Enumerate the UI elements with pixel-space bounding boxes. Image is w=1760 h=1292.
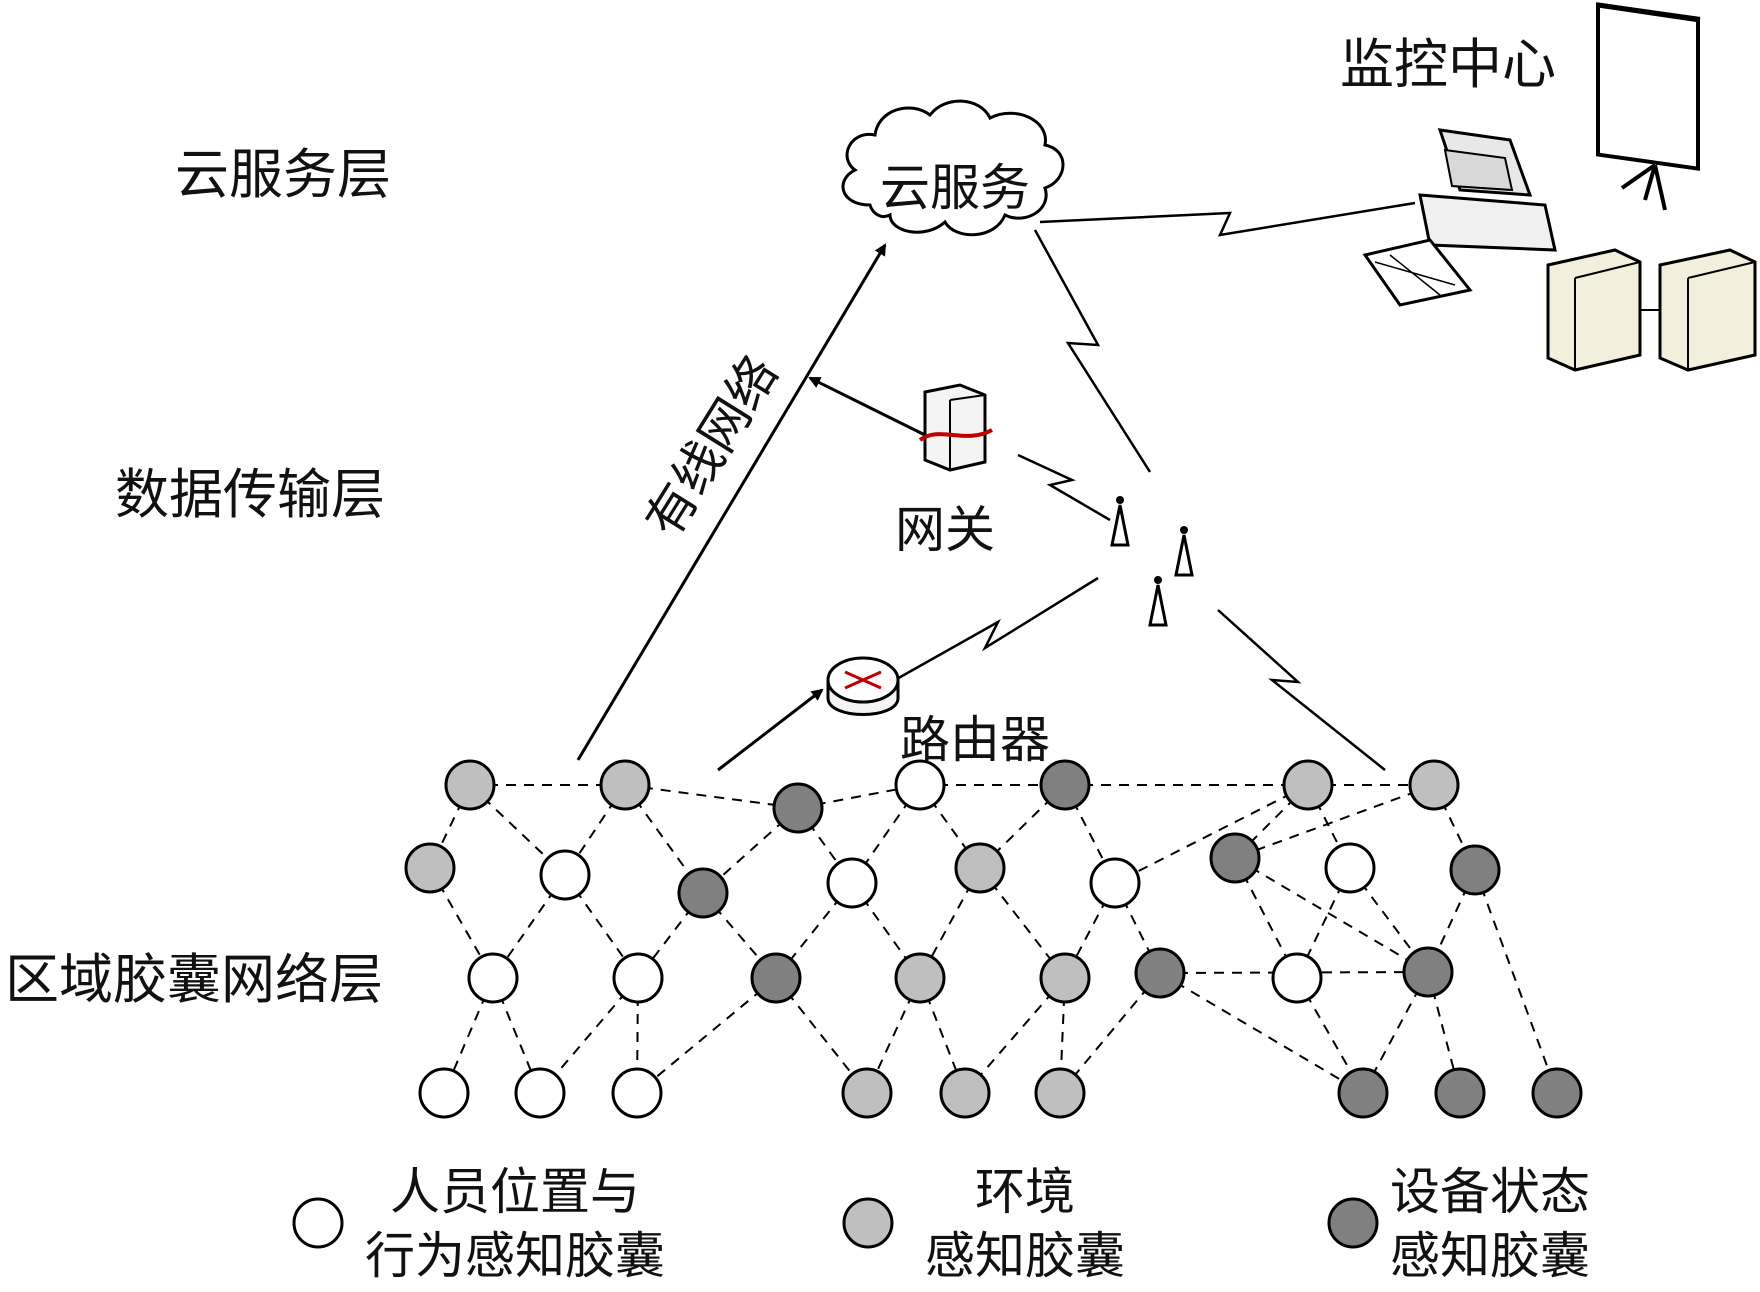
legend-light-label: 环境 感知胶囊 xyxy=(925,1160,1125,1288)
capsule-node-personnel xyxy=(1089,857,1141,909)
legend-white-label: 人员位置与 行为感知胶囊 xyxy=(365,1160,665,1288)
router-arrow xyxy=(717,688,824,772)
capsule-layer-label: 区域胶囊网络层 xyxy=(5,948,383,1011)
capsule-node-equipment xyxy=(1449,844,1501,896)
gateway-arrow xyxy=(808,376,926,437)
capsule-node-environment xyxy=(404,842,456,894)
capsule-node-personnel xyxy=(826,857,878,909)
legend-dark-line-1: 设备状态 xyxy=(1390,1163,1590,1221)
capsule-nodes xyxy=(404,759,1583,1119)
gateway-icon xyxy=(918,383,993,472)
gateway-label: 网关 xyxy=(895,501,995,559)
legend-dark-marker xyxy=(1327,1197,1379,1249)
mesh-link xyxy=(1159,972,1364,1094)
legend-light-line-1: 环境 xyxy=(975,1163,1075,1221)
capsule-node-environment xyxy=(444,759,496,811)
legend-white-line-1: 人员位置与 xyxy=(390,1163,640,1221)
capsule-node-environment xyxy=(1408,759,1460,811)
router-icon xyxy=(826,656,900,716)
capsule-node-equipment xyxy=(1402,946,1454,998)
wireless-link-cloud-monitor xyxy=(1039,201,1416,237)
mesh-links xyxy=(429,784,1558,1094)
mesh-link xyxy=(1114,784,1309,884)
router-label: 路由器 xyxy=(900,711,1050,769)
capsule-node-environment xyxy=(1039,952,1091,1004)
capsule-node-equipment xyxy=(1134,947,1186,999)
capsule-node-equipment xyxy=(1039,759,1091,811)
mesh-link xyxy=(636,977,777,1094)
legend-white-marker xyxy=(292,1197,344,1249)
capsule-node-personnel xyxy=(894,759,946,811)
wireless-link-tower-mesh xyxy=(1217,609,1386,771)
capsule-node-environment xyxy=(1282,759,1334,811)
capsule-node-environment xyxy=(894,952,946,1004)
capsule-node-personnel xyxy=(611,1067,663,1119)
capsule-node-personnel xyxy=(418,1067,470,1119)
capsule-node-environment xyxy=(939,1067,991,1119)
capsule-node-personnel xyxy=(539,849,591,901)
capsule-node-equipment xyxy=(1434,1067,1486,1119)
monitor-center-label: 监控中心 xyxy=(1340,33,1556,96)
capsule-node-environment xyxy=(1034,1067,1086,1119)
computer-icon xyxy=(1362,128,1557,307)
capsule-node-equipment xyxy=(1209,832,1261,884)
cloud-icon xyxy=(841,99,1065,237)
transport-layer-label: 数据传输层 xyxy=(115,463,385,526)
capsule-node-equipment xyxy=(750,952,802,1004)
capsule-node-personnel xyxy=(1324,842,1376,894)
capsule-node-equipment xyxy=(1531,1067,1583,1119)
wireless-link-router-tower xyxy=(894,576,1099,682)
antenna-icon xyxy=(1110,496,1194,627)
capsule-node-environment xyxy=(599,759,651,811)
legend-light-marker xyxy=(842,1197,894,1249)
capsule-node-environment xyxy=(841,1067,893,1119)
wired-network-arrow xyxy=(576,243,887,761)
projector-screen-icon xyxy=(1596,2,1701,211)
capsule-node-personnel xyxy=(514,1067,566,1119)
legend-dark-line-2: 感知胶囊 xyxy=(1390,1227,1590,1285)
mesh-link xyxy=(624,784,799,809)
mesh-link xyxy=(1059,972,1161,1094)
mesh-link xyxy=(1234,784,1435,859)
capsule-node-equipment xyxy=(1337,1067,1389,1119)
cloud-layer-label: 云服务层 xyxy=(175,143,391,206)
capsule-node-equipment xyxy=(677,867,729,919)
mesh-link xyxy=(1234,857,1429,973)
capsule-node-personnel xyxy=(1271,952,1323,1004)
mesh-link xyxy=(1474,869,1558,1094)
legend-white-line-2: 行为感知胶囊 xyxy=(365,1227,665,1285)
legend-light-line-2: 感知胶囊 xyxy=(925,1227,1125,1285)
legend-dark-label: 设备状态 感知胶囊 xyxy=(1390,1160,1590,1288)
capsule-node-environment xyxy=(954,842,1006,894)
capsule-node-personnel xyxy=(612,952,664,1004)
capsule-node-personnel xyxy=(467,952,519,1004)
wireless-link-gateway-tower xyxy=(1017,453,1111,522)
cloud-service-label: 云服务 xyxy=(880,159,1030,217)
wireless-link-cloud-tower xyxy=(1033,229,1152,473)
server-icon xyxy=(1546,248,1757,372)
capsule-node-equipment xyxy=(772,782,824,834)
